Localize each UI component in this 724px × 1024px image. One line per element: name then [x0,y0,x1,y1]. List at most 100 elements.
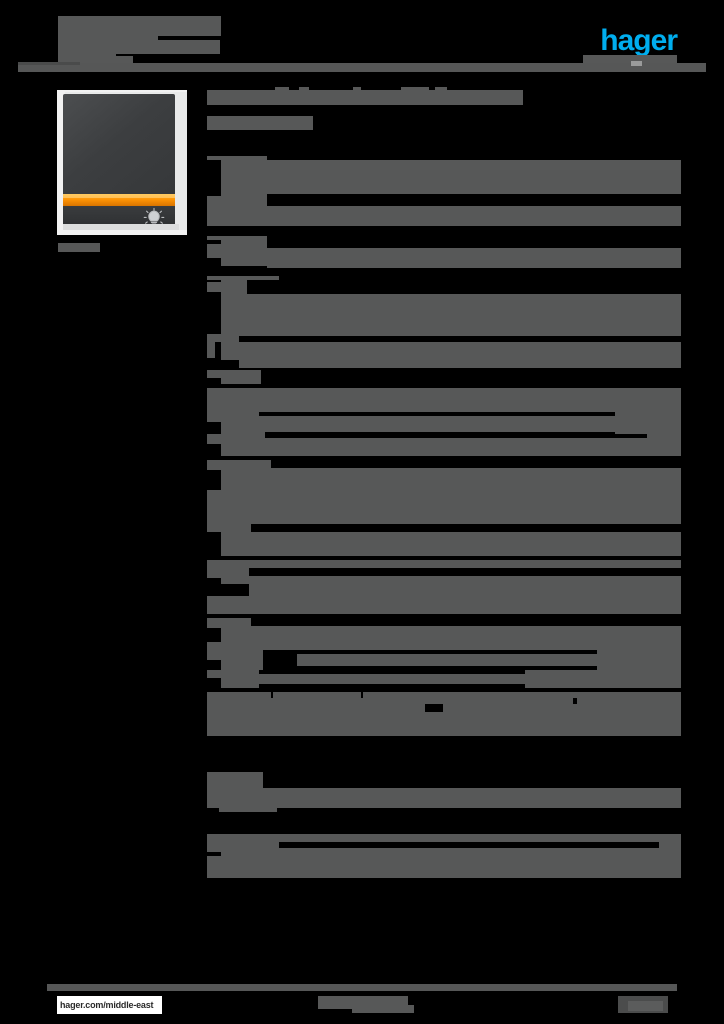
redacted-text-bar [221,410,259,434]
redacted-text-bar [207,568,221,578]
header-divider-cap [18,62,80,65]
redacted-text-bar [221,838,279,858]
redacted-text-bar [239,342,681,368]
redacted-text-bar [425,698,573,704]
redacted-text-bar [265,438,647,456]
redacted-text-bar [207,434,221,444]
spec-group [207,618,681,688]
redacted-text-bar [207,642,681,650]
redacted-text-bar [207,236,221,240]
redacted-text-bar [207,560,681,568]
redacted-text-bar [597,248,681,256]
footer-url-text: hager.com/middle-east [60,1000,154,1010]
redacted-text-bar [219,802,277,812]
redacted-text-bar [363,692,681,698]
product-caption-redacted [58,243,100,252]
document-title [58,16,238,70]
redacted-text-bar [297,654,597,666]
redacted-text-bar [207,698,425,712]
redacted-text-bar [221,280,247,336]
redacted-text-bar [207,460,221,470]
redacted-text-bar [221,618,251,642]
redacted-text-bar [251,626,681,642]
product-led-gloss [63,194,175,198]
redacted-text-bar [207,856,681,878]
redacted-text-bar [207,370,221,378]
redacted-text-bar [267,248,681,268]
footer-divider [47,984,677,991]
redacted-text-bar [207,412,221,422]
page-header: hager [0,0,724,80]
redacted-text-bar [259,674,525,684]
page-footer: hager.com/middle-east [0,976,724,1024]
redacted-text-bar [221,564,249,584]
redacted-text-bar [251,532,681,556]
spec-group [207,692,681,736]
redacted-text-bar [221,156,267,214]
redacted-text-bar [207,334,221,342]
redacted-text-bar [207,670,221,678]
redacted-text-bar [207,712,681,736]
redacted-text-bar [647,432,681,456]
redacted-text-bar [279,848,659,858]
redacted-text-bar [207,156,221,160]
product-base [63,224,179,230]
footer-url[interactable]: hager.com/middle-east [57,996,162,1014]
redacted-text-bar [525,670,681,688]
redacted-text-bar [273,692,361,698]
redacted-text-bar [207,340,215,358]
spec-group [207,276,681,384]
redacted-text-bar [207,692,221,700]
redacted-text-bar [207,788,681,808]
spec-group [207,156,681,226]
redacted-text-bar [207,196,221,206]
spec-group [207,560,681,614]
footer-page-number-inner [628,1001,663,1011]
redacted-text-bar [221,692,271,698]
redacted-text-bar [207,490,681,524]
header-divider-tick [631,61,642,66]
spec-group [207,772,681,812]
redacted-text-bar [221,460,271,490]
redacted-text-bar [207,282,221,292]
product-image [57,90,187,235]
redacted-text-bar [577,698,681,712]
redacted-text-bar [207,618,221,628]
redacted-text-bar [221,276,279,280]
page-title-redacted [207,87,523,105]
redacted-text-bar [207,834,681,842]
redacted-text-bar [249,576,681,596]
redacted-text-bar [221,670,259,688]
header-divider [18,63,706,72]
redacted-text-bar [221,432,265,456]
redacted-text-bar [271,468,681,490]
redacted-text-bar [207,842,221,852]
redacted-text-bar [259,416,615,432]
brand-logo: hager [600,24,678,57]
redacted-text-bar [207,388,681,412]
redacted-text-bar [221,336,239,360]
redacted-text-bar [597,648,681,670]
redacted-text-bar [207,650,221,660]
redacted-text-bar [221,522,251,556]
redacted-text-bar [207,276,223,280]
redacted-text-bar [247,294,681,336]
redacted-text-bar [221,648,263,670]
spec-group [207,834,681,878]
spec-group [207,236,681,268]
redacted-text-bar [443,704,577,712]
redacted-text-bar [207,524,221,532]
page-subtitle-redacted [207,116,313,130]
brand-tagline-redacted [583,55,677,65]
redacted-text-bar [659,834,681,856]
footer-center-note-line2-redacted [352,1005,414,1013]
redacted-text-bar [615,412,681,434]
brand-logo-text: hager [600,24,678,57]
redacted-text-bar [267,160,681,194]
redacted-text-bar [207,244,221,258]
redacted-text-bar [207,596,681,614]
redacted-text-bar [221,370,261,384]
spec-group [207,460,681,556]
spec-group [207,388,681,456]
redacted-text-bar [207,206,681,226]
